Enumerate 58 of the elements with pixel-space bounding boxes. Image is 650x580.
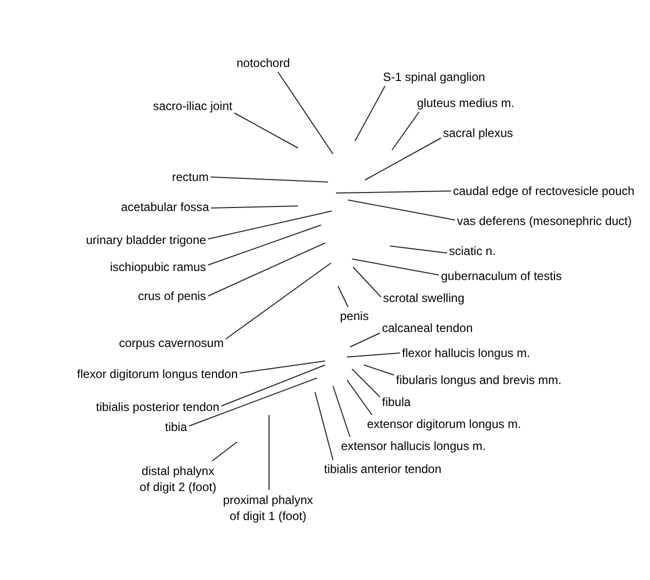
anatomy-label: extensor hallucis longus m.: [341, 439, 486, 453]
anatomy-label: crus of penis: [138, 289, 206, 303]
anatomy-label: fibula: [382, 395, 411, 409]
leader-line: [212, 442, 238, 462]
anatomy-label: scrotal swelling: [383, 291, 464, 305]
leader-line: [364, 138, 442, 180]
leader-line: [188, 378, 318, 426]
leader-line: [234, 112, 298, 148]
anatomy-label: gubernaculum of testis: [441, 269, 562, 283]
leader-line: [208, 224, 322, 266]
leader-line: [268, 414, 270, 490]
leader-line: [348, 200, 456, 220]
leader-line: [352, 258, 440, 276]
anatomy-label: extensor digitorum longus m.: [367, 417, 522, 431]
leader-line: [390, 246, 448, 254]
leader-line: [392, 112, 420, 150]
anatomy-label: proximal phalynx of digit 1 (foot): [221, 492, 315, 524]
anatomy-label: tibia: [165, 420, 188, 434]
anatomy-label: distal phalynx of digit 2 (foot): [138, 463, 218, 495]
anatomy-label: caudal edge of rectovesicle pouch: [453, 184, 634, 198]
anatomy-label: corpus cavernosum: [119, 336, 224, 350]
anatomy-label: sciatic n.: [449, 244, 496, 258]
leader-line: [352, 368, 380, 398]
anatomy-label: acetabular fossa: [121, 200, 210, 214]
anatomy-label: sacral plexus: [443, 126, 514, 140]
anatomy-label: fibularis longus and brevis mm.: [396, 373, 562, 387]
leader-line: [354, 86, 386, 142]
leader-line: [352, 266, 382, 298]
anatomy-label: vas deferens (mesonephric duct): [457, 214, 632, 228]
anatomy-label: sacro-iliac joint: [153, 99, 232, 113]
leader-line: [346, 380, 372, 416]
leader-line: [314, 392, 334, 460]
leader-line: [210, 176, 328, 182]
leader-line: [332, 386, 350, 438]
leader-line: [346, 352, 400, 358]
anatomy-label: penis: [340, 309, 369, 323]
leader-line: [350, 332, 380, 348]
leader-line: [336, 190, 452, 194]
leader-line: [278, 72, 334, 154]
anatomy-label: calcaneal tendon: [382, 321, 473, 335]
leader-line: [338, 286, 348, 308]
anatomy-label: ischiopubic ramus: [110, 260, 206, 274]
leader-line: [220, 364, 326, 406]
anatomy-label: S-1 spinal ganglion: [383, 70, 486, 84]
anatomy-label: rectum: [172, 170, 209, 184]
leader-line: [225, 262, 332, 340]
leader-line: [210, 206, 298, 208]
leader-line: [364, 364, 394, 376]
leader-line: [208, 242, 326, 296]
leader-line: [239, 360, 326, 374]
leader-line: [208, 210, 332, 240]
anatomy-label: urinary bladder trigone: [86, 233, 206, 247]
anatomy-label: flexor hallucis longus m.: [402, 346, 530, 360]
anatomy-label: gluteus medius m.: [417, 96, 514, 110]
anatomy-label: notochord: [236, 56, 290, 70]
anatomy-label: flexor digitorum longus tendon: [77, 367, 238, 381]
anatomy-label: tibialis anterior tendon: [324, 462, 442, 476]
anatomy-label: tibialis posterior tendon: [96, 400, 220, 414]
